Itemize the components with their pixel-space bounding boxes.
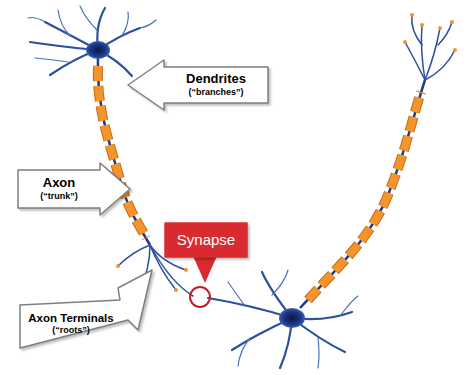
callout-arrow: Dendrites(“branches”) (128, 60, 268, 110)
callout-label: Axon Terminals (28, 312, 113, 325)
callout-arrow-shape (128, 60, 268, 110)
callout-label: Synapse (177, 231, 235, 248)
dendrite-branches (28, 6, 156, 76)
text-area: Synapse (165, 223, 247, 257)
text-area: Axon(“trunk”) (18, 170, 100, 208)
text-area: Axon Terminals(“roots”) (22, 303, 120, 345)
callout-arrow: Axon Terminals(“roots”) (18, 268, 154, 350)
myelin-sheath (308, 92, 421, 300)
axon-terminal-branches (405, 15, 455, 80)
callout-label: Axon (43, 176, 76, 191)
callout-label: (“trunk”) (40, 191, 78, 201)
terminal-buttons (403, 13, 457, 52)
cell-body (279, 308, 305, 328)
callout-arrow: Axon(“trunk”) (18, 163, 130, 215)
callout-arrow-outline (18, 268, 154, 350)
callout-label: Dendrites (186, 72, 246, 87)
callout-label: (“branches”) (188, 87, 243, 97)
callout-arrow-shape (18, 163, 130, 215)
callout-arrow-shape (20, 270, 152, 348)
synapse-callout-shape (165, 223, 247, 257)
synapse-circle (190, 287, 210, 307)
synapse-pointer (193, 256, 217, 283)
callout-label: (“roots”) (52, 325, 90, 335)
synapse-callout: Synapse (165, 223, 247, 257)
axon-line (300, 80, 425, 308)
dendrite-branches (208, 270, 358, 368)
text-area: Dendrites(“branches”) (164, 67, 268, 103)
myelin-sheath-outline (308, 92, 421, 300)
cell-body (86, 41, 110, 59)
